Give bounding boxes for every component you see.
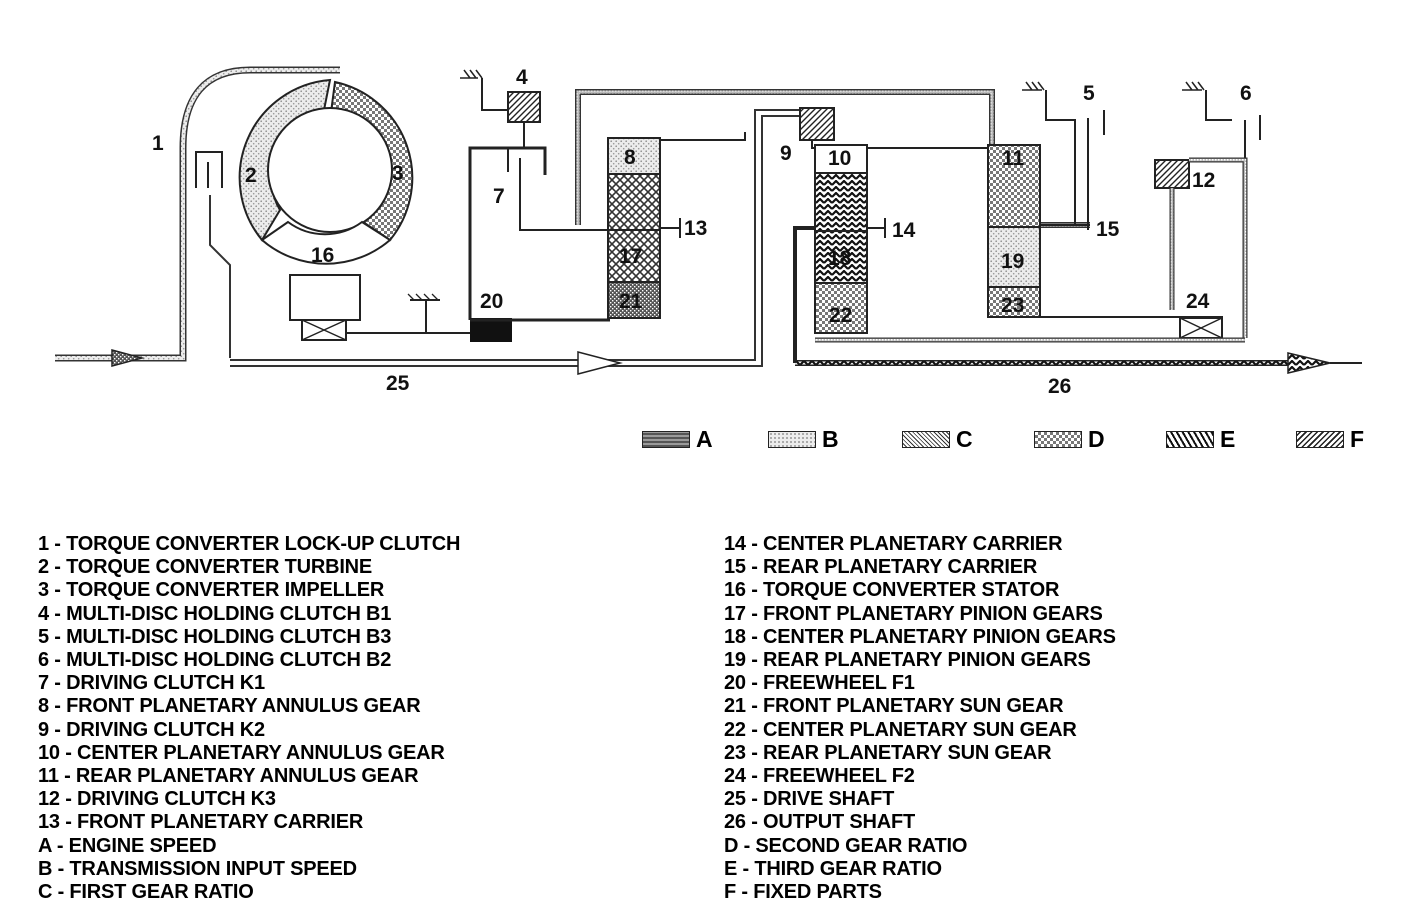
- note-item: 7 - DRIVING CLUTCH K1: [38, 672, 265, 695]
- note-item: 5 - MULTI-DISC HOLDING CLUTCH B3: [38, 625, 392, 648]
- label-6: 6: [1240, 82, 1252, 105]
- component-labels: 1 2 3 4 5 6 7 8 9 10 11 12 13 14 15 16 1…: [152, 66, 1252, 398]
- legend-letter-c: C: [956, 426, 973, 452]
- legend-key-e: E: [1166, 426, 1235, 453]
- note-item: 15 - REAR PLANETARY CARRIER: [724, 556, 1038, 579]
- legend-swatch-c: [902, 431, 950, 448]
- label-17: 17: [619, 245, 642, 268]
- note-item: B - TRANSMISSION INPUT SPEED: [38, 857, 357, 880]
- legend-swatch-b: [768, 431, 816, 448]
- note-item: 26 - OUTPUT SHAFT: [724, 811, 916, 834]
- notes-right-column: 14 - CENTER PLANETARY CARRIER 15 - REAR …: [724, 533, 1116, 904]
- legend-key-c: C: [902, 426, 973, 453]
- label-7: 7: [493, 185, 505, 208]
- freewheel-f2: [1179, 317, 1223, 339]
- note-item: 14 - CENTER PLANETARY CARRIER: [724, 533, 1063, 555]
- note-item: 23 - REAR PLANETARY SUN GEAR: [724, 741, 1052, 764]
- label-20: 20: [480, 290, 503, 313]
- label-24: 24: [1186, 290, 1210, 313]
- note-item: 16 - TORQUE CONVERTER STATOR: [724, 579, 1060, 602]
- input-shaft: [55, 66, 340, 367]
- note-item: 4 - MULTI-DISC HOLDING CLUTCH B1: [38, 602, 392, 625]
- legend-key-f: F: [1296, 426, 1364, 453]
- note-item: 22 - CENTER PLANETARY SUN GEAR: [724, 718, 1077, 741]
- legend-letter-f: F: [1350, 426, 1365, 452]
- center-planetary: [793, 144, 991, 363]
- output-shaft: [795, 337, 1362, 374]
- legend-key-b: B: [768, 426, 839, 453]
- legend-key-d: D: [1034, 426, 1105, 453]
- note-item: F - FIXED PARTS: [724, 881, 882, 904]
- note-item: 11 - REAR PLANETARY ANNULUS GEAR: [38, 765, 419, 788]
- legend-key-a: A: [642, 426, 713, 453]
- label-9: 9: [780, 142, 792, 165]
- note-item: 6 - MULTI-DISC HOLDING CLUTCH B2: [38, 649, 392, 672]
- note-item: 8 - FRONT PLANETARY ANNULUS GEAR: [38, 695, 421, 718]
- drive-shaft: [230, 109, 800, 375]
- note-item: A - ENGINE SPEED: [38, 834, 217, 857]
- note-item: 17 - FRONT PLANETARY PINION GEARS: [724, 602, 1103, 625]
- clutch-k1: [468, 146, 610, 342]
- note-item: 24 - FREEWHEEL F2: [724, 765, 915, 788]
- legend-swatch-a: [642, 431, 690, 448]
- label-25: 25: [386, 372, 410, 395]
- note-item: 12 - DRIVING CLUTCH K3: [38, 788, 276, 811]
- note-item: 3 - TORQUE CONVERTER IMPELLER: [38, 579, 385, 602]
- legend-swatch-d: [1034, 431, 1082, 448]
- lock-up-clutch: [195, 151, 231, 358]
- label-12: 12: [1192, 169, 1215, 192]
- notes-left-column: 1 - TORQUE CONVERTER LOCK-UP CLUTCH 2 - …: [38, 533, 460, 904]
- label-2: 2: [245, 164, 257, 187]
- label-8: 8: [624, 146, 636, 169]
- label-23: 23: [1001, 294, 1024, 317]
- label-10: 10: [828, 147, 851, 170]
- label-15: 15: [1096, 218, 1120, 241]
- label-26: 26: [1048, 375, 1071, 398]
- note-item: 10 - CENTER PLANETARY ANNULUS GEAR: [38, 741, 445, 764]
- clutch-k3: [1154, 157, 1248, 338]
- label-5: 5: [1083, 82, 1095, 105]
- note-item: 9 - DRIVING CLUTCH K2: [38, 718, 265, 741]
- clutch-b1: [460, 69, 541, 148]
- note-item: E - THIRD GEAR RATIO: [724, 857, 942, 880]
- label-22: 22: [829, 304, 852, 327]
- note-item: D - SECOND GEAR RATIO: [724, 834, 968, 857]
- legend-letter-b: B: [822, 426, 839, 452]
- label-16: 16: [311, 244, 334, 267]
- note-item: 21 - FRONT PLANETARY SUN GEAR: [724, 695, 1064, 718]
- note-item: 25 - DRIVE SHAFT: [724, 788, 895, 811]
- clutch-k2: [799, 107, 870, 149]
- label-3: 3: [392, 162, 404, 185]
- note-item: 18 - CENTER PLANETARY PINION GEARS: [724, 625, 1116, 648]
- legend-letter-d: D: [1088, 426, 1105, 452]
- legend-swatch-e: [1166, 431, 1214, 448]
- note-item: 1 - TORQUE CONVERTER LOCK-UP CLUTCH: [38, 533, 461, 555]
- label-21: 21: [619, 290, 643, 313]
- transmission-schematic: 1 2 3 4 5 6 7 8 9 10 11 12 13 14 15 16 1…: [55, 66, 1362, 398]
- label-14: 14: [892, 219, 916, 242]
- label-11: 11: [1002, 147, 1025, 170]
- note-item: 20 - FREEWHEEL F1: [724, 672, 915, 695]
- legend-swatch-f: [1296, 431, 1344, 448]
- label-13: 13: [684, 217, 707, 240]
- note-item: C - FIRST GEAR RATIO: [38, 881, 254, 904]
- note-item: 13 - FRONT PLANETARY CARRIER: [38, 811, 364, 834]
- torque-converter: [238, 78, 470, 341]
- legend-letter-a: A: [696, 426, 713, 452]
- label-18: 18: [828, 247, 852, 270]
- clutch-b2: [1182, 81, 1261, 160]
- note-item: 2 - TORQUE CONVERTER TURBINE: [38, 556, 373, 579]
- label-1: 1: [152, 132, 164, 155]
- label-4: 4: [516, 66, 528, 89]
- note-item: 19 - REAR PLANETARY PINION GEARS: [724, 649, 1091, 672]
- legend-letter-e: E: [1220, 426, 1236, 452]
- label-19: 19: [1001, 250, 1024, 273]
- clutch-b3: [1022, 81, 1105, 230]
